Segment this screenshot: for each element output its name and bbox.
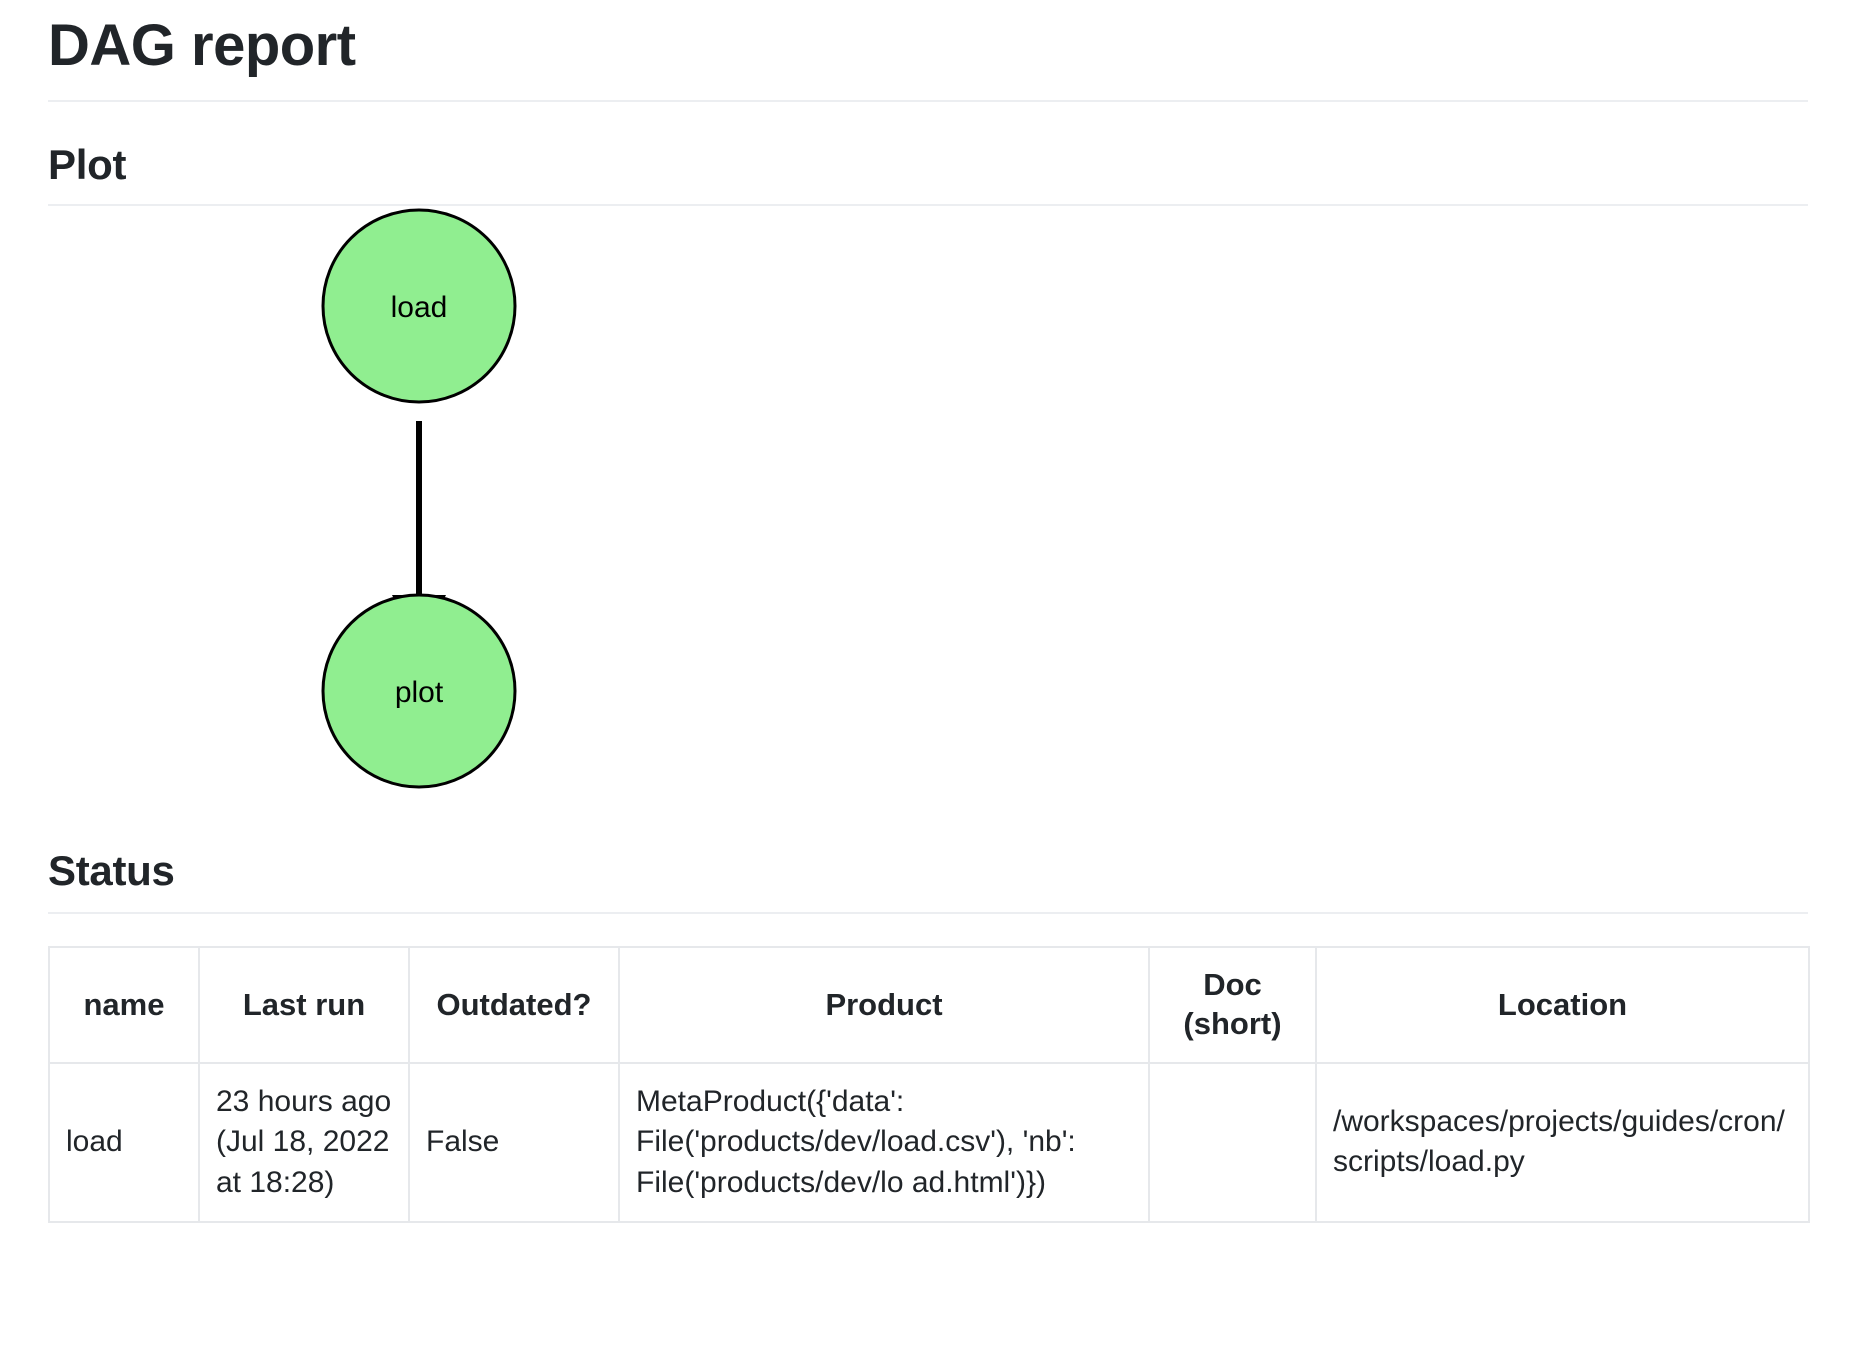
cell-outdated: False	[408, 1061, 620, 1224]
column-header-product[interactable]: Product	[618, 946, 1150, 1064]
status-table-header-row: name Last run Outdated? Product Doc (sho…	[48, 946, 1810, 1064]
dag-node-load[interactable]: load	[321, 208, 517, 404]
column-header-doc-short-line2: (short)	[1183, 1005, 1282, 1041]
column-header-doc-short[interactable]: Doc (short)	[1148, 946, 1317, 1064]
dag-node-plot-label: plot	[395, 676, 444, 709]
dag-node-load-label: load	[391, 291, 448, 324]
table-row: load 23 hours ago (Jul 18, 2022 at 18:28…	[48, 1061, 1810, 1224]
cell-product: MetaProduct({'data': File('products/dev/…	[618, 1061, 1150, 1224]
section-heading-plot: Plot	[48, 102, 1808, 206]
cell-location: /workspaces/projects/guides/cron/scripts…	[1315, 1061, 1810, 1224]
column-header-doc-short-line1: Doc	[1203, 967, 1262, 1003]
section-heading-status: Status	[48, 806, 1808, 915]
column-header-last-run[interactable]: Last run	[198, 946, 410, 1064]
column-header-name[interactable]: name	[48, 946, 200, 1064]
page-title: DAG report	[48, 0, 1808, 102]
status-table: name Last run Outdated? Product Doc (sho…	[48, 946, 1810, 1224]
column-header-outdated[interactable]: Outdated?	[408, 946, 620, 1064]
column-header-location[interactable]: Location	[1315, 946, 1810, 1064]
status-table-wrapper: name Last run Outdated? Product Doc (sho…	[48, 946, 1810, 1224]
dag-node-plot[interactable]: plot	[321, 593, 517, 789]
cell-doc-short	[1148, 1061, 1317, 1224]
cell-last-run: 23 hours ago (Jul 18, 2022 at 18:28)	[198, 1061, 410, 1224]
dag-graph[interactable]: load plot	[48, 206, 1808, 806]
dag-plot-area: load plot	[48, 206, 1808, 806]
cell-name: load	[48, 1061, 200, 1224]
